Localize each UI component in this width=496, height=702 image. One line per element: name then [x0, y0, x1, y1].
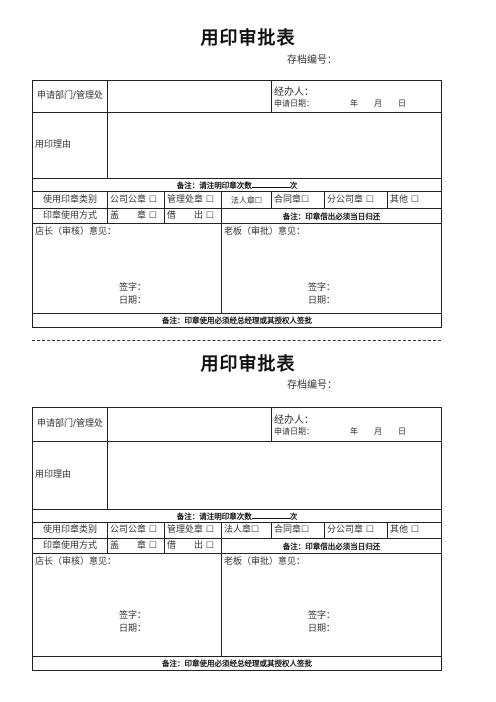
date-month: 月 [374, 98, 383, 108]
apply-date-row: 申请日期： 年 月 日 [274, 99, 439, 108]
reason-label: 用印理由 [32, 112, 108, 179]
boss-opinion-label: 老板（审批）意见： [224, 227, 306, 237]
dept-field[interactable] [106, 407, 273, 442]
seal-type-company[interactable]: 公司公章 ☐ [107, 522, 165, 539]
date-month: 月 [374, 426, 383, 436]
manager-date-label: 日期： [119, 296, 147, 306]
seal-type-company[interactable]: 公司公章 ☐ [107, 191, 165, 209]
seal-type-management[interactable]: 管理处章 ☐ [164, 522, 222, 539]
seal-type-legal[interactable]: 法人章☐ [220, 191, 273, 209]
usage-borrow[interactable]: 借 出 ☐ [164, 208, 222, 224]
reason-field[interactable] [106, 441, 443, 510]
note-seal-times: 备注：请注明印章次数次 [31, 509, 443, 523]
boss-opinion-cell[interactable]: 老板（审批）意见： 签字： 日期： [220, 223, 443, 314]
seal-type-management[interactable]: 管理处章 ☐ [164, 191, 222, 209]
approval-table-2: 申请部门/管理处 经办人： 申请日期： 年 月 日 用印理由 备注：请注明印章次… [31, 407, 443, 671]
seal-type-contract[interactable]: 合同章☐ [271, 522, 326, 539]
seal-type-branch[interactable]: 分公司章 ☐ [324, 522, 389, 539]
apply-date-label: 申请日期： [274, 426, 311, 436]
date-day: 日 [398, 98, 407, 108]
dept-label: 申请部门/管理处 [32, 407, 108, 442]
manager-opinion-label: 店长（审核）意见： [35, 227, 117, 237]
manager-opinion-cell[interactable]: 店长（审核）意见： 签字： 日期： [32, 223, 222, 314]
manager-sign-label: 签字： [119, 611, 147, 621]
boss-sign-label: 签字： [308, 283, 336, 293]
usage-borrow[interactable]: 借 出 ☐ [164, 538, 222, 554]
reason-field[interactable] [106, 112, 443, 179]
seal-type-other[interactable]: 其他 ☐ [387, 522, 443, 539]
seal-type-contract[interactable]: 合同章☐ [271, 191, 326, 209]
note-return: 备注：印章借出必须当日归还 [220, 538, 443, 554]
note-authorize: 备注：印章使用必须经总经理或其授权人签批 [31, 656, 443, 671]
manager-opinion-label: 店长（审核）意见： [35, 557, 117, 567]
boss-opinion-cell[interactable]: 老板（审批）意见： 签字： 日期： [220, 553, 443, 657]
note-seal-times: 备注：请注明印章次数次 [31, 178, 443, 192]
approval-table: 申请部门/管理处 经办人： 申请日期： 年 月 日 用印理由 备注：请注明印章次… [31, 80, 443, 328]
handler-cell[interactable]: 经办人： 申请日期： 年 月 日 [271, 407, 443, 442]
usage-label: 印章使用方式 [32, 208, 108, 224]
boss-sign-label: 签字： [308, 611, 336, 621]
reason-label: 用印理由 [32, 441, 108, 510]
seal-type-other[interactable]: 其他 ☐ [387, 191, 443, 209]
cut-line [32, 340, 441, 341]
apply-date-label: 申请日期： [274, 98, 311, 108]
manager-date-label: 日期： [119, 624, 147, 634]
boss-date-label: 日期： [308, 624, 336, 634]
form-title: 用印审批表 [200, 28, 296, 49]
handler-label: 经办人： [274, 414, 315, 426]
dept-field[interactable] [106, 80, 273, 113]
manager-sign-label: 签字： [119, 283, 147, 293]
archive-number-label: 存档编号： [287, 55, 337, 66]
handler-cell[interactable]: 经办人： 申请日期： 年 月 日 [271, 80, 443, 113]
seal-type-label: 使用印章类别 [32, 522, 108, 539]
dept-label: 申请部门/管理处 [32, 80, 108, 113]
seal-type-branch[interactable]: 分公司章 ☐ [324, 191, 389, 209]
seal-type-label: 使用印章类别 [32, 191, 108, 209]
note-authorize: 备注：印章使用必须经总经理或其授权人签批 [31, 313, 443, 328]
manager-opinion-cell[interactable]: 店长（审核）意见： 签字： 日期： [32, 553, 222, 657]
usage-stamp[interactable]: 盖 章 ☐ [107, 208, 165, 224]
usage-stamp[interactable]: 盖 章 ☐ [107, 538, 165, 554]
usage-label: 印章使用方式 [32, 538, 108, 554]
date-day: 日 [398, 426, 407, 436]
date-year: 年 [350, 426, 359, 436]
form-title-2: 用印审批表 [200, 354, 296, 375]
archive-number-label-2: 存档编号： [287, 380, 337, 391]
boss-date-label: 日期： [308, 296, 336, 306]
handler-label: 经办人： [274, 86, 315, 98]
boss-opinion-label: 老板（审批）意见： [224, 557, 306, 567]
apply-date-row: 申请日期： 年 月 日 [274, 427, 439, 436]
seal-type-legal[interactable]: 法人章☐ [220, 522, 273, 539]
note-return: 备注：印章借出必须当日归还 [220, 208, 443, 224]
date-year: 年 [350, 98, 359, 108]
